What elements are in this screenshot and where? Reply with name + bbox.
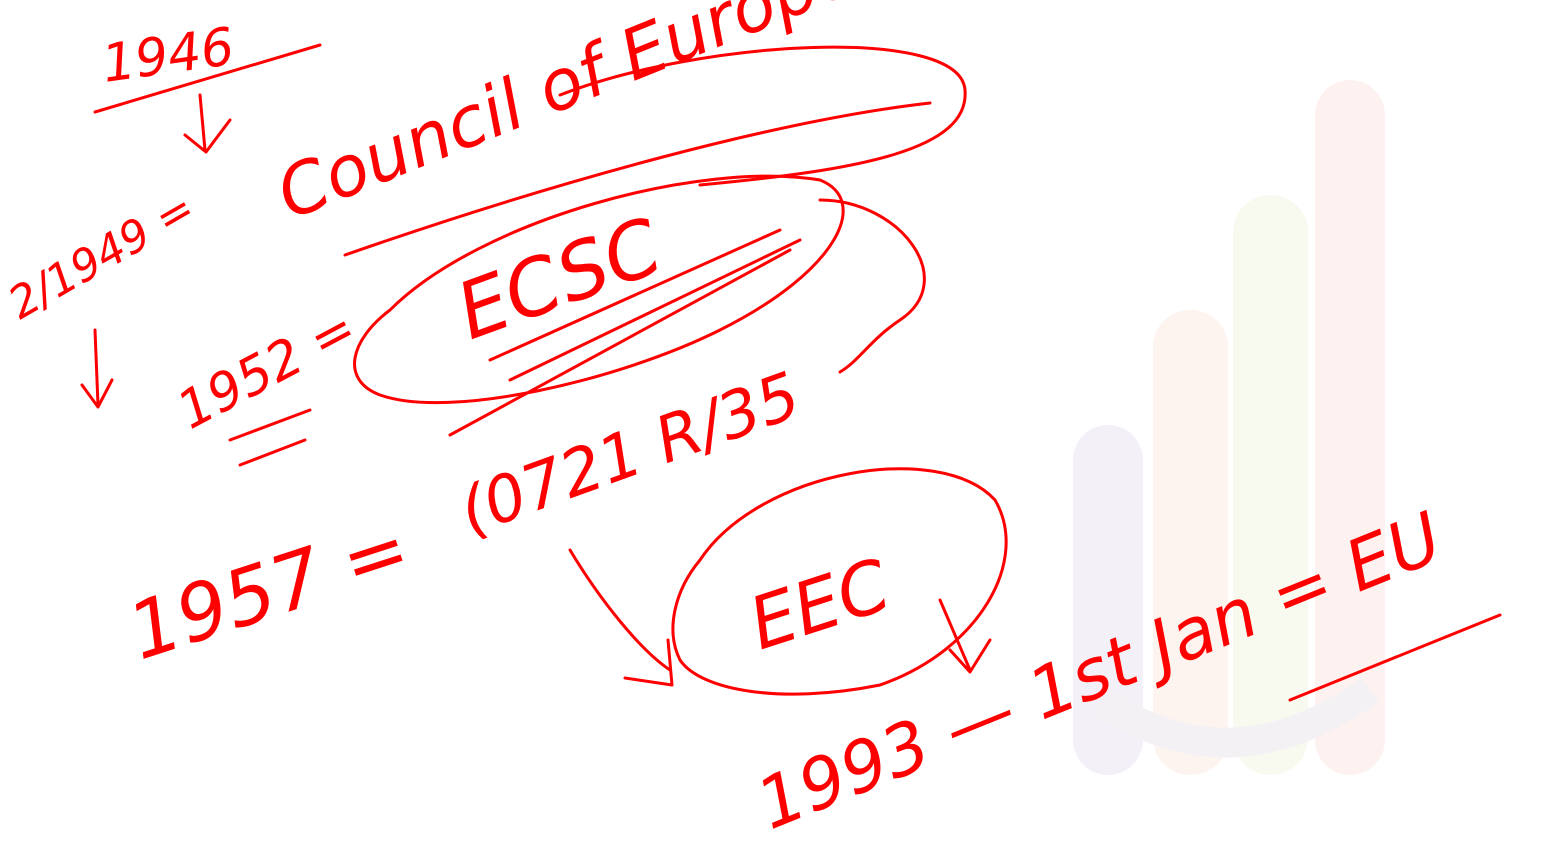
underline-ecsc-2 [508, 238, 802, 382]
watermark-bar-4 [1315, 80, 1385, 775]
arrow-eec-down [938, 598, 992, 674]
underline-1952 [228, 408, 312, 467]
underline-eu [1288, 613, 1502, 702]
underline-council [343, 101, 932, 257]
note-year-1952: 1952 = [168, 298, 366, 441]
note-year-1946: 1946 [98, 17, 237, 95]
underline-1946 [93, 43, 322, 114]
watermark-bar-2 [1153, 310, 1228, 775]
arrow-1949-down [80, 328, 114, 409]
underline-ecsc-1 [488, 228, 782, 362]
oval-ecsc [353, 174, 845, 405]
arrow-to-eec [568, 548, 674, 687]
oval-council [558, 45, 967, 187]
arrow-1946-down [183, 93, 232, 154]
watermark-bar-1 [1073, 425, 1143, 775]
arrow-ecsc-loop [818, 198, 926, 374]
watermark-bar-3 [1233, 195, 1308, 775]
note-treaty-paris: (0721 R/35 [450, 359, 810, 550]
oval-eec [671, 467, 1008, 696]
note-eec: EEC [739, 542, 900, 666]
note-ecsc: ECSC [446, 202, 674, 358]
note-council-of-europe: Council of Europe [266, 0, 869, 236]
watermark-curve [1091, 677, 1379, 758]
note-year-1957: 1957 = [118, 503, 420, 678]
note-year-1949: 2/1949 = [0, 183, 204, 330]
underline-ecsc-3 [448, 248, 792, 437]
